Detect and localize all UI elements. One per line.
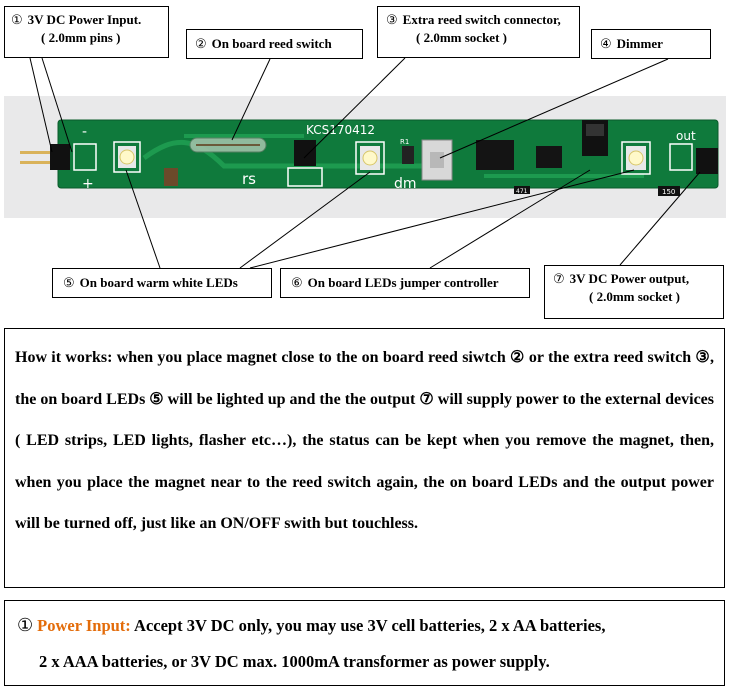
- led-lens: [362, 150, 378, 166]
- label-dimmer: ④ Dimmer: [591, 29, 711, 59]
- power-note-number: ①: [17, 615, 34, 635]
- led-outline: [621, 141, 651, 175]
- callout-line: [239, 171, 371, 269]
- board-plus-text: +: [82, 176, 94, 192]
- output-socket: [696, 148, 718, 174]
- led-lens: [119, 149, 135, 165]
- label-text: Extra reed switch connector,: [402, 12, 561, 27]
- pcb-trace: [184, 134, 644, 178]
- label-number: ①: [11, 12, 23, 27]
- callout-line: [249, 169, 635, 269]
- ic-chip: [476, 140, 514, 170]
- label-power-input: ① 3V DC Power Input. ( 2.0mm pins ): [4, 6, 169, 58]
- pcb-trace: [142, 140, 424, 169]
- silk-outline: [73, 143, 97, 171]
- input-pin: [20, 151, 68, 154]
- board-resistor-code: 150: [662, 188, 675, 196]
- reed-header: [294, 140, 316, 166]
- label-subtext: ( 2.0mm socket ): [589, 289, 680, 304]
- power-note-line2: 2 x AAA batteries, or 3V DC max. 1000mA …: [39, 652, 550, 671]
- callout-line: [41, 57, 73, 153]
- transistor: [536, 146, 562, 168]
- callout-line: [29, 57, 53, 153]
- input-pin: [20, 161, 68, 164]
- silk-outline: [669, 143, 693, 171]
- label-text: 3V DC Power Input.: [27, 12, 142, 27]
- capacitor: [164, 168, 178, 186]
- label-text: On board warm white LEDs: [79, 275, 238, 290]
- label-subtext: ( 2.0mm socket ): [416, 30, 507, 45]
- label-reed-switch: ② On board reed switch: [186, 29, 363, 59]
- label-extra-reed-connector: ③ Extra reed switch connector, ( 2.0mm so…: [377, 6, 580, 58]
- board-minus-text: -: [82, 124, 87, 140]
- label-text: 3V DC Power output,: [569, 271, 690, 286]
- board-resistor-code: 471: [516, 188, 528, 195]
- board-ref-text: R1: [400, 138, 409, 146]
- description-box: How it works: when you place magnet clos…: [4, 328, 725, 588]
- led-lens: [628, 150, 644, 166]
- board-dm-text: dm: [394, 176, 417, 192]
- board-out-text: out: [676, 129, 696, 143]
- label-text: On board reed switch: [211, 36, 332, 51]
- led-outline: [355, 141, 385, 175]
- label-text: Dimmer: [616, 36, 663, 51]
- label-leds: ⑤ On board warm white LEDs: [52, 268, 272, 298]
- input-header: [50, 144, 70, 170]
- callout-line: [231, 58, 271, 141]
- power-note-title: Power Input:: [37, 616, 131, 635]
- callout-line: [619, 171, 701, 266]
- callout-line: [429, 169, 591, 269]
- label-text: On board LEDs jumper controller: [307, 275, 499, 290]
- callout-line: [125, 169, 161, 269]
- pcb-photo: KCS170412 rs dm out - + 471 150 R1: [4, 96, 726, 218]
- label-number: ②: [195, 36, 207, 51]
- label-number: ③: [386, 12, 398, 27]
- smd-resistor: [514, 186, 530, 194]
- resistor: [402, 146, 414, 164]
- board-rs-text: rs: [242, 170, 256, 188]
- description-text: How it works: when you place magnet clos…: [15, 349, 714, 532]
- board-model-text: KCS170412: [306, 123, 375, 137]
- callout-line: [439, 58, 669, 159]
- smd-resistor: [658, 186, 680, 196]
- dimmer-knob: [430, 152, 444, 168]
- label-number: ⑦: [553, 271, 565, 286]
- label-subtext: ( 2.0mm pins ): [41, 30, 121, 45]
- label-power-output: ⑦ 3V DC Power output, ( 2.0mm socket ): [544, 265, 724, 319]
- silk-outline: [287, 167, 323, 187]
- label-jumper: ⑥ On board LEDs jumper controller: [280, 268, 530, 298]
- label-number: ④: [600, 36, 612, 51]
- label-number: ⑤: [63, 275, 75, 290]
- callout-line: [303, 57, 406, 159]
- jumper-cap: [586, 124, 604, 136]
- label-number: ⑥: [291, 275, 303, 290]
- power-note-text: Accept 3V DC only, you may use 3V cell b…: [134, 616, 606, 635]
